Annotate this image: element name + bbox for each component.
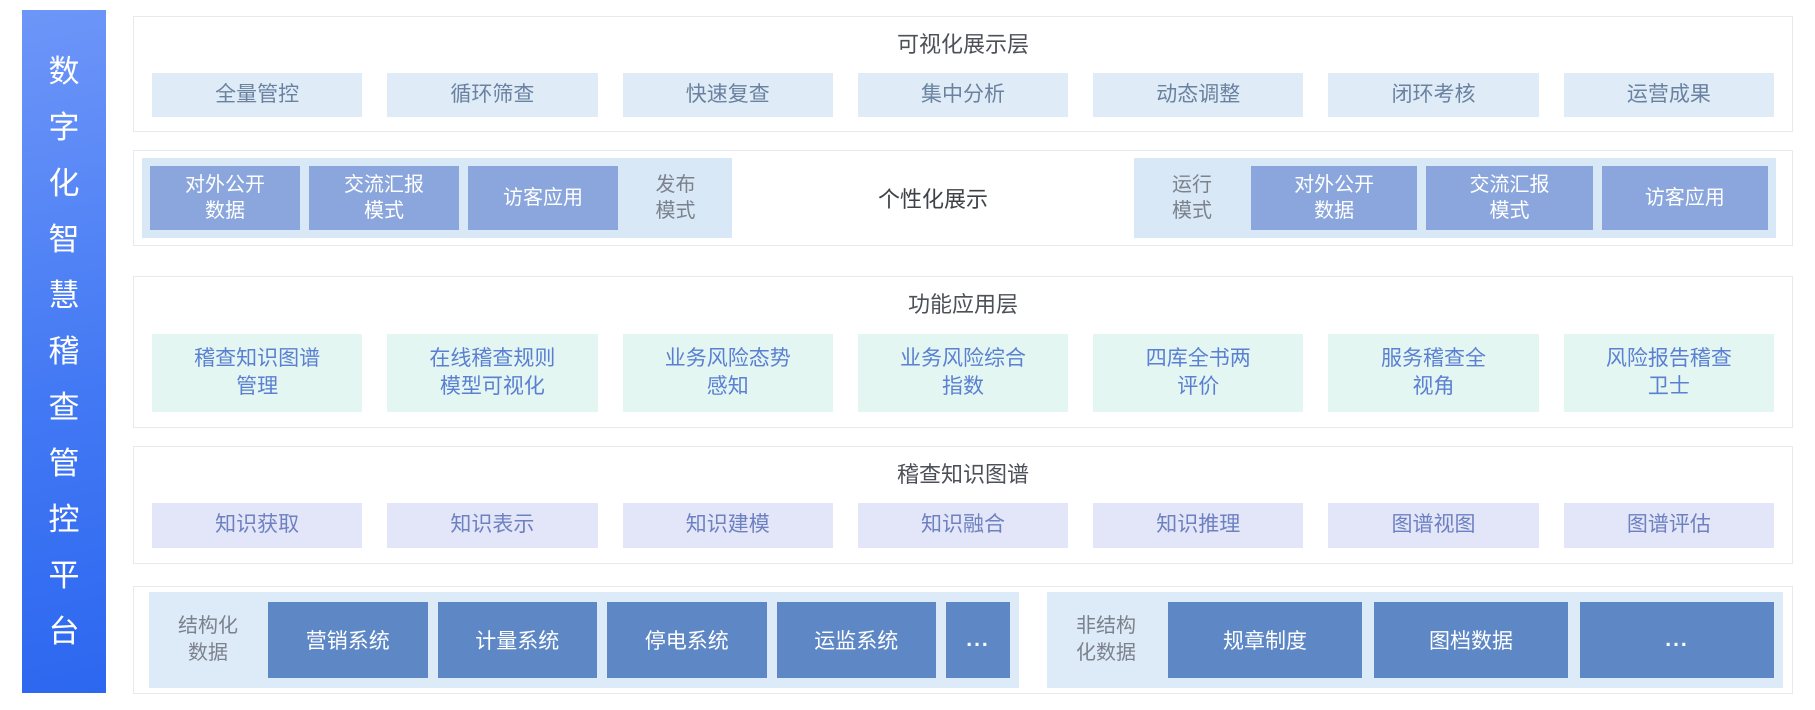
layer-function: 功能应用层 稽查知识图谱 管理 在线稽查规则 模型可视化 业务风险态势 感知 业… xyxy=(133,276,1793,428)
publish-mode-group: 对外公开 数据 交流汇报 模式 访客应用 发布 模式 xyxy=(142,158,732,238)
visualization-item: 循环筛查 xyxy=(387,73,598,117)
publish-mode-item: 对外公开 数据 xyxy=(150,166,300,230)
personalized-display-label: 个性化展示 xyxy=(877,187,988,212)
run-mode-item: 交流汇报 模式 xyxy=(1426,166,1593,230)
run-mode-group: 运行 模式 对外公开 数据 交流汇报 模式 访客应用 xyxy=(1134,158,1776,238)
platform-title-char: 慧 xyxy=(48,278,80,313)
structured-data-item: 营销系统 xyxy=(268,602,428,678)
run-mode-label: 运行 模式 xyxy=(1172,174,1212,222)
visualization-item: 闭环考核 xyxy=(1328,73,1539,117)
function-item: 服务稽查全 视角 xyxy=(1328,334,1539,412)
knowledge-graph-item: 图谱视图 xyxy=(1328,503,1539,548)
layer-visualization-items: 全量管控 循环筛查 快速复查 集中分析 动态调整 闭环考核 运营成果 xyxy=(134,73,1792,117)
platform-title-char: 控 xyxy=(48,502,80,537)
layer-knowledge-graph-items: 知识获取 知识表示 知识建模 知识融合 知识推理 图谱视图 图谱评估 xyxy=(134,503,1792,548)
publish-mode-item: 访客应用 xyxy=(468,166,618,230)
publish-mode-label: 发布 模式 xyxy=(655,174,696,222)
unstructured-data-label: 非结构 化数据 xyxy=(1076,615,1136,664)
knowledge-graph-item: 知识表示 xyxy=(387,503,598,548)
visualization-item: 集中分析 xyxy=(857,73,1069,117)
visualization-item: 动态调整 xyxy=(1093,73,1304,117)
layer-data-sources: 结构化 数据 营销系统 计量系统 停电系统 运监系统 ... 非结构 化数据 规… xyxy=(133,586,1793,694)
unstructured-data-item: 规章制度 xyxy=(1168,602,1362,678)
knowledge-graph-item: 图谱评估 xyxy=(1563,503,1774,548)
function-item: 稽查知识图谱 管理 xyxy=(152,334,363,412)
platform-title-char: 台 xyxy=(48,614,80,649)
platform-title-bar: 数 字 化 智 慧 稽 查 管 控 平 台 xyxy=(22,10,106,693)
platform-title-char: 化 xyxy=(48,166,80,201)
layer-knowledge-graph: 稽查知识图谱 知识获取 知识表示 知识建模 知识融合 知识推理 图谱视图 图谱评… xyxy=(133,446,1793,564)
platform-title-char: 数 xyxy=(48,54,80,89)
structured-data-item: 运监系统 xyxy=(776,602,936,678)
structured-data-label: 结构化 数据 xyxy=(178,615,238,664)
function-item: 业务风险综合 指数 xyxy=(857,334,1069,412)
visualization-item: 运营成果 xyxy=(1563,73,1774,117)
knowledge-graph-item: 知识建模 xyxy=(622,503,833,548)
visualization-item: 快速复查 xyxy=(622,73,833,117)
visualization-item: 全量管控 xyxy=(152,73,363,117)
unstructured-data-more: ... xyxy=(1580,602,1774,678)
function-item: 业务风险态势 感知 xyxy=(622,334,833,412)
run-mode-item: 访客应用 xyxy=(1601,166,1768,230)
layer-function-items: 稽查知识图谱 管理 在线稽查规则 模型可视化 业务风险态势 感知 业务风险综合 … xyxy=(134,334,1792,412)
platform-title-char: 字 xyxy=(48,110,80,145)
layer-visualization-title: 可视化展示层 xyxy=(896,32,1029,57)
knowledge-graph-item: 知识融合 xyxy=(857,503,1069,548)
unstructured-data-item: 图档数据 xyxy=(1374,602,1568,678)
platform-title-char: 稽 xyxy=(48,334,80,369)
structured-data-item: 计量系统 xyxy=(437,602,597,678)
platform-title-char: 查 xyxy=(48,390,80,425)
platform-title-char: 管 xyxy=(48,446,80,481)
function-item: 四库全书两 评价 xyxy=(1093,334,1304,412)
structured-data-group: 结构化 数据 营销系统 计量系统 停电系统 运监系统 ... xyxy=(149,592,1019,688)
run-mode-item: 对外公开 数据 xyxy=(1251,166,1418,230)
knowledge-graph-item: 知识推理 xyxy=(1093,503,1304,548)
layer-display-modes: 对外公开 数据 交流汇报 模式 访客应用 发布 模式 个性化展示 运行 模式 对… xyxy=(133,150,1793,246)
layer-visualization: 可视化展示层 全量管控 循环筛查 快速复查 集中分析 动态调整 闭环考核 运营成… xyxy=(133,16,1793,132)
function-item: 风险报告稽查 卫士 xyxy=(1563,334,1774,412)
platform-title-char: 智 xyxy=(48,222,80,257)
layer-function-title: 功能应用层 xyxy=(907,292,1018,317)
publish-mode-item: 交流汇报 模式 xyxy=(309,166,459,230)
platform-title-char: 平 xyxy=(48,558,80,593)
function-item: 在线稽查规则 模型可视化 xyxy=(387,334,598,412)
knowledge-graph-item: 知识获取 xyxy=(152,503,363,548)
structured-data-more: ... xyxy=(946,602,1010,678)
unstructured-data-group: 非结构 化数据 规章制度 图档数据 ... xyxy=(1047,592,1783,688)
layer-knowledge-graph-title: 稽查知识图谱 xyxy=(896,462,1029,487)
structured-data-item: 停电系统 xyxy=(607,602,767,678)
